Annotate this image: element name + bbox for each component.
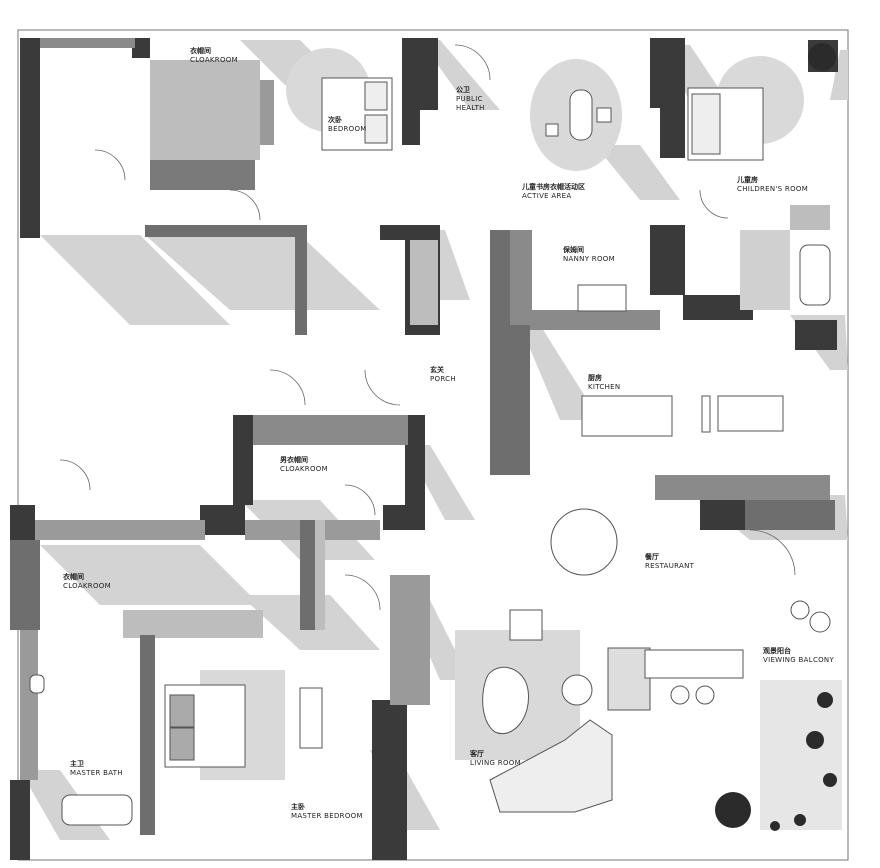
- bar-stool-b: [695, 685, 715, 705]
- label-en: CHILDREN'S ROOM: [737, 184, 809, 193]
- label-cn: 儿童书房衣帽活动区: [522, 183, 585, 191]
- living-chaise: [482, 666, 529, 735]
- balcony-plants: [715, 43, 837, 831]
- label-mens-cloakroom: 男衣帽间 CLOAKROOM: [280, 456, 328, 474]
- label-en: CLOAKROOM: [280, 464, 328, 473]
- label-kitchen: 厨房 KITCHEN: [588, 374, 620, 392]
- label-cn: 主卧: [291, 803, 305, 811]
- dining-table: [550, 508, 618, 576]
- label-en: CLOAKROOM: [190, 55, 238, 64]
- childrens-pillow: [691, 93, 721, 155]
- label-cn: 主卫: [70, 760, 84, 768]
- master-pillow-a: [169, 694, 195, 728]
- counter-planter: [607, 647, 651, 711]
- label-cn: 玄关: [430, 366, 444, 374]
- label-cloakroom-left: 衣帽间 CLOAKROOM: [63, 573, 111, 591]
- label-cn: 餐厅: [645, 553, 659, 561]
- label-cloakroom-top: 衣帽间 CLOAKROOM: [190, 47, 238, 65]
- master-desk: [299, 687, 323, 749]
- label-restaurant: 餐厅 RESTAURANT: [645, 553, 694, 571]
- label-cn: 观景阳台: [763, 647, 791, 655]
- kitchen-counter: [717, 395, 784, 432]
- label-cn: 次卧: [328, 116, 342, 124]
- partitions: [10, 38, 830, 835]
- label-cn: 儿童房: [737, 176, 758, 184]
- label-nanny-room: 保姆间 NANNY ROOM: [563, 246, 615, 264]
- label-viewing-balcony: 观景阳台 VIEWING BALCONY: [763, 647, 834, 665]
- label-cn: 公卫: [456, 86, 470, 94]
- label-master-bedroom: 主卧 MASTER BEDROOM: [291, 803, 363, 821]
- label-en: PUBLIC: [456, 94, 483, 103]
- label-cn: 衣帽间: [63, 573, 84, 581]
- bathtub: [61, 794, 133, 826]
- master-pillow-b: [169, 727, 195, 761]
- label-public-health: 公卫 PUBLIC HEALTH: [456, 86, 485, 112]
- kitchen-bar: [701, 395, 711, 433]
- label-en: CLOAKROOM: [63, 581, 111, 590]
- active-chair-b: [545, 123, 559, 137]
- walls: [10, 38, 838, 860]
- label-en: KITCHEN: [588, 382, 621, 391]
- balcony-chair-b: [809, 611, 831, 633]
- living-sofa: [489, 719, 613, 813]
- label-en: MASTER BATH: [70, 768, 123, 777]
- side-table: [561, 674, 593, 706]
- label-cn: 男衣帽间: [280, 456, 308, 464]
- label-en: LIVING ROOM: [470, 758, 521, 767]
- bedroom-pillow-a: [364, 81, 388, 111]
- label-bedroom: 次卧 BEDROOM: [328, 116, 367, 134]
- door-swings: [59, 44, 796, 611]
- label-master-bath: 主卫 MASTER BATH: [70, 760, 123, 778]
- balcony-chair-a: [790, 600, 810, 620]
- bedroom-pillow-b: [364, 114, 388, 144]
- furniture: [29, 77, 831, 826]
- bar-counter: [644, 649, 744, 679]
- armchair: [509, 609, 543, 641]
- label-cn: 保姆间: [563, 246, 584, 254]
- label-living-room: 客厅 LIVING ROOM: [470, 750, 521, 768]
- label-porch: 玄关 PORCH: [430, 366, 456, 384]
- outer-boundary: [17, 29, 849, 861]
- label-cn: 厨房: [588, 374, 602, 382]
- label-en: RESTAURANT: [645, 561, 695, 570]
- label-childrens-room: 儿童房 CHILDREN'S ROOM: [737, 176, 808, 194]
- label-en: VIEWING BALCONY: [763, 655, 835, 664]
- toilet: [29, 674, 45, 694]
- label-en: HEALTH: [456, 103, 485, 112]
- label-en: ACTIVE AREA: [522, 191, 572, 200]
- nanny-bed: [577, 284, 627, 312]
- active-desk: [569, 89, 593, 141]
- bar-stool-a: [670, 685, 690, 705]
- kitchen-island: [581, 395, 673, 437]
- active-chair-a: [596, 107, 612, 123]
- label-en: BEDROOM: [328, 124, 367, 133]
- label-cn: 衣帽间: [190, 47, 211, 55]
- label-active-area: 儿童书房衣帽活动区 ACTIVE AREA: [522, 183, 585, 201]
- childrens-bathtub: [799, 244, 831, 306]
- label-cn: 客厅: [470, 750, 484, 758]
- label-en: PORCH: [430, 374, 456, 383]
- label-en: MASTER BEDROOM: [291, 811, 363, 820]
- label-en: NANNY ROOM: [563, 254, 615, 263]
